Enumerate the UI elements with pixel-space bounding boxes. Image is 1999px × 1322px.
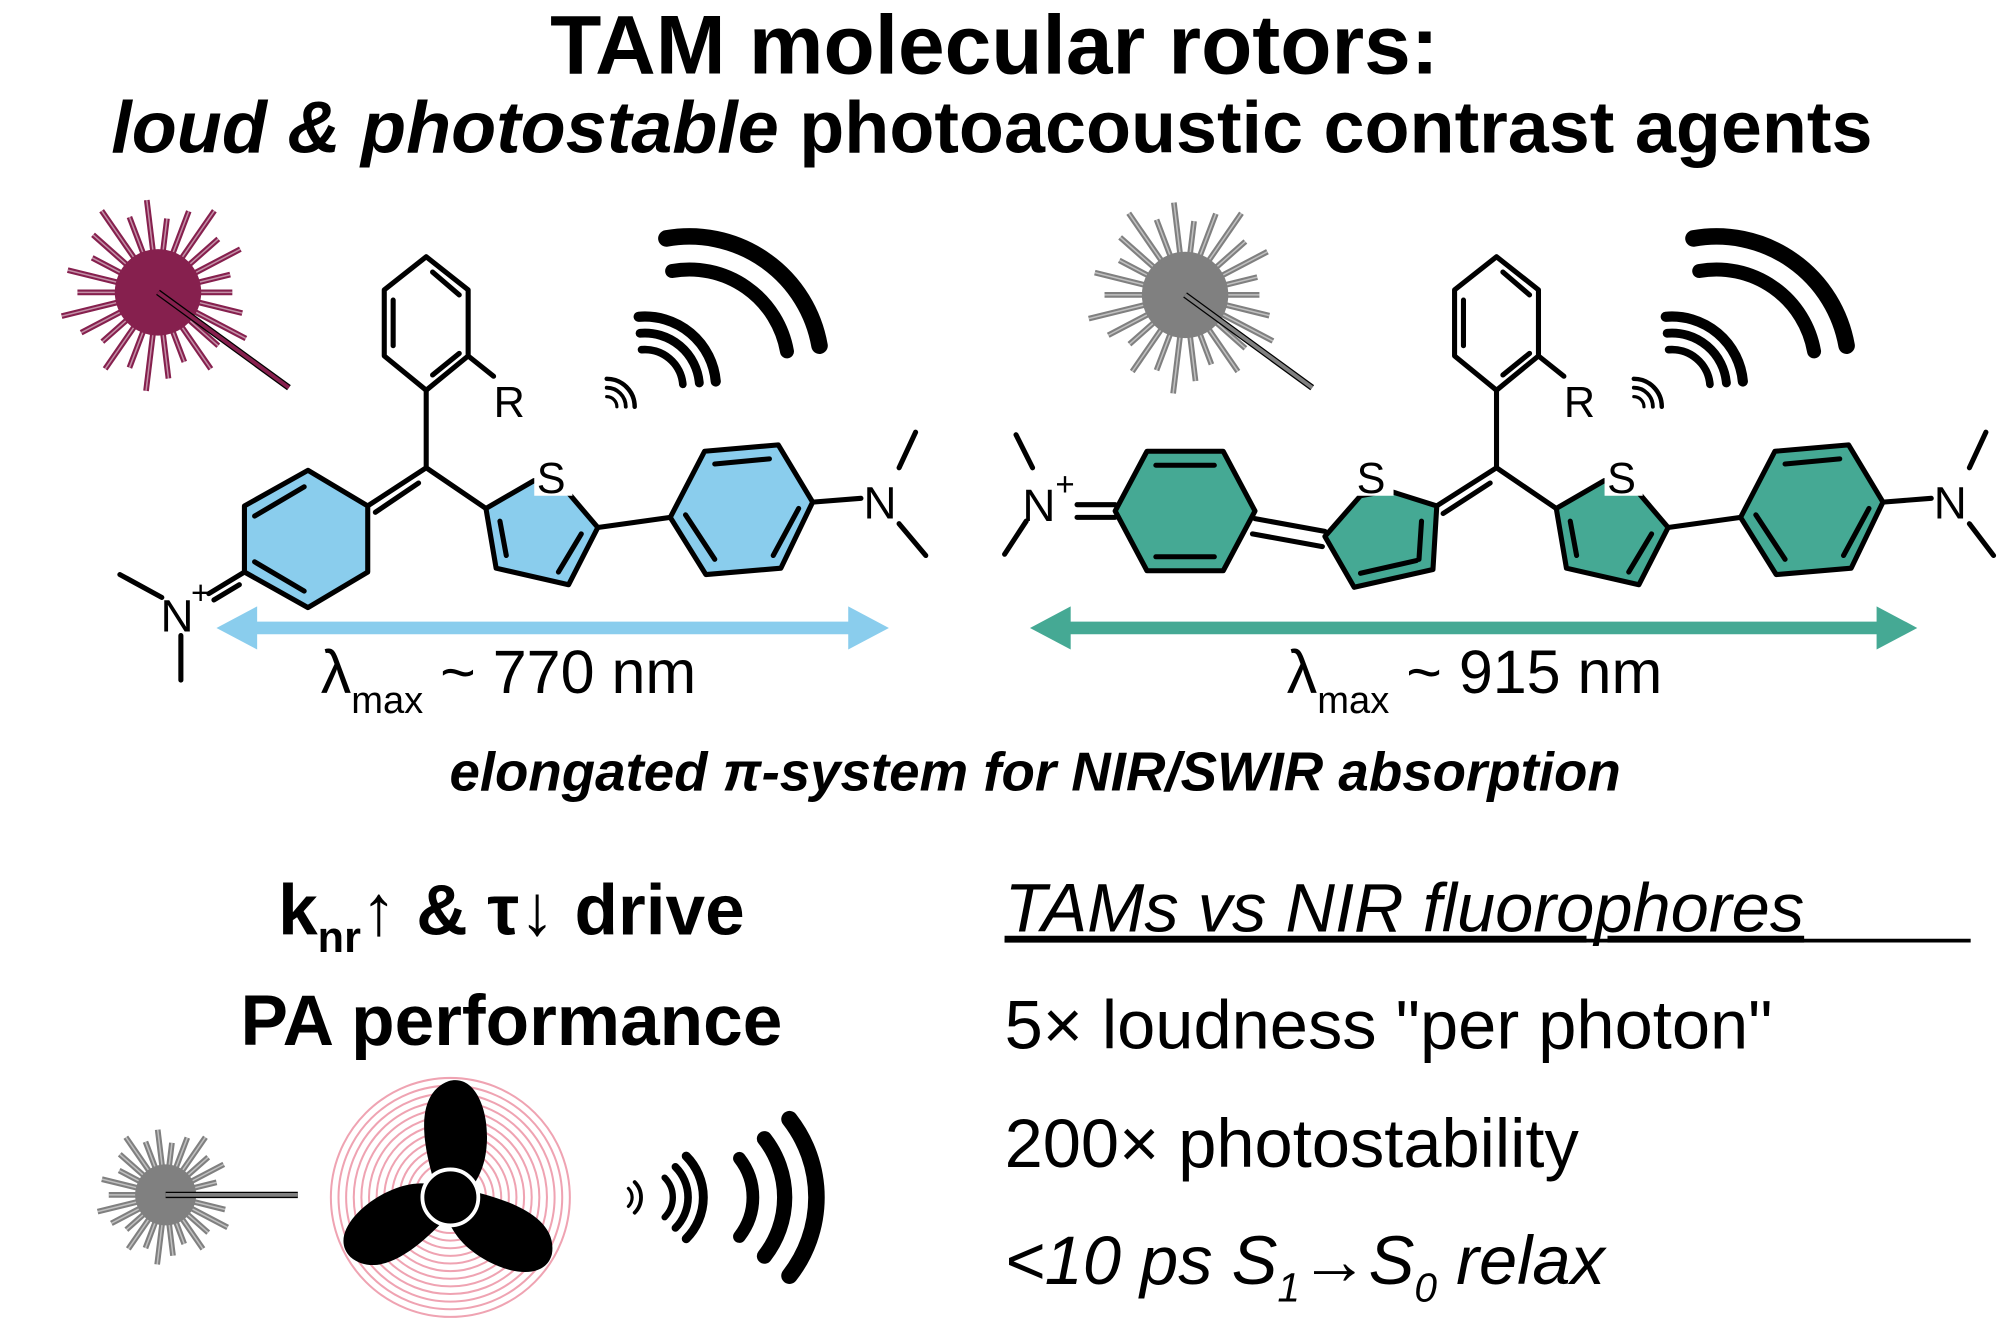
comparison-heading: TAMs vs NIR fluorophores bbox=[1005, 870, 1805, 947]
sound-wave-arc bbox=[1692, 262, 1822, 359]
mechanism-line2: PA performance bbox=[240, 982, 782, 1061]
sound-wave-arc bbox=[661, 1174, 676, 1221]
laser-burst-icon bbox=[96, 1129, 298, 1265]
fan-hub bbox=[420, 1167, 481, 1228]
absorption-range-arrow bbox=[216, 606, 889, 650]
mechanism-line1: knr↑ & τ↓ drive bbox=[278, 871, 745, 962]
sound-wave-arc bbox=[1662, 328, 1731, 388]
k-subscript: nr bbox=[318, 914, 361, 962]
sound-wave-arc bbox=[658, 228, 828, 354]
substituent-r: R bbox=[1564, 379, 1595, 427]
lambda-max-left: λmax ~ 770 nm bbox=[321, 638, 697, 722]
sound-waves-icon bbox=[1631, 228, 1855, 409]
lambda-subscript: max bbox=[351, 679, 423, 722]
arrow-head bbox=[1876, 606, 1918, 650]
sulfur-label: S bbox=[537, 455, 566, 503]
sound-wave-arc bbox=[1660, 311, 1748, 387]
sound-wave-arc bbox=[632, 1180, 643, 1215]
comparison-point-loudness: 5× loudness "per photon" bbox=[1005, 987, 1773, 1064]
laser-beam bbox=[1183, 293, 1314, 390]
sound-wave-arc bbox=[665, 262, 794, 359]
title-line2: loud & photostable photoacoustic contras… bbox=[111, 86, 1872, 169]
sound-wave-arc bbox=[626, 1186, 634, 1209]
arrow-head bbox=[848, 606, 889, 650]
lambda-value: ~ 915 nm bbox=[1389, 638, 1662, 706]
sound-wave-arc bbox=[1664, 345, 1714, 389]
plus-charge: + bbox=[1055, 467, 1074, 504]
sound-waves-icon bbox=[604, 228, 828, 409]
laser-burst-icon bbox=[1088, 202, 1315, 394]
arrow-head bbox=[1030, 606, 1071, 650]
laser-beam bbox=[156, 290, 291, 390]
molecular-rotor-fan-icon bbox=[329, 1076, 571, 1318]
title-line1: TAM molecular rotors: bbox=[550, 0, 1439, 92]
sound-waves-icon bbox=[626, 1110, 825, 1284]
lambda-subscript: max bbox=[1317, 679, 1389, 722]
amine-label: N bbox=[1934, 478, 1967, 529]
k-symbol: k bbox=[278, 871, 318, 950]
subtitle: elongated π-system for NIR/SWIR absorpti… bbox=[449, 742, 1620, 803]
plus-charge: + bbox=[191, 575, 210, 612]
sound-wave-arc bbox=[1631, 385, 1655, 409]
lambda-value: ~ 770 nm bbox=[423, 638, 696, 706]
absorption-range-arrow bbox=[1030, 606, 1918, 650]
lambda-symbol: λ bbox=[321, 638, 352, 706]
sound-wave-arc bbox=[733, 1151, 760, 1243]
comparison-point-photostability: 200× photostability bbox=[1005, 1105, 1580, 1182]
sound-wave-arc bbox=[681, 1151, 708, 1244]
substituent-r: R bbox=[494, 379, 525, 427]
relax-text: <10 ps S bbox=[1005, 1222, 1278, 1299]
comparison-point-relaxation: <10 ps S1→S0 relax bbox=[1005, 1222, 1608, 1311]
relax-word: relax bbox=[1437, 1222, 1607, 1299]
lambda-symbol: λ bbox=[1287, 638, 1318, 706]
molecule-left: R S N + N bbox=[117, 254, 929, 683]
s0-subscript: 0 bbox=[1414, 1265, 1437, 1311]
sound-wave-arc bbox=[1632, 395, 1646, 409]
title-italic: loud & photostable bbox=[111, 86, 779, 169]
arrow-head bbox=[216, 606, 258, 650]
sound-wave-arc bbox=[781, 1110, 825, 1284]
mechanism-rest: ↑ & τ↓ drive bbox=[361, 871, 745, 950]
laser-burst-icon bbox=[60, 199, 291, 392]
sulfur-label: S bbox=[1607, 455, 1636, 503]
sound-wave-arc bbox=[637, 345, 687, 389]
sound-wave-arc bbox=[635, 328, 704, 388]
ammonium-label: N bbox=[161, 591, 194, 642]
sound-wave-arc bbox=[671, 1163, 692, 1232]
sulfur-label: S bbox=[1357, 455, 1386, 503]
sound-wave-arc bbox=[633, 311, 721, 387]
title-rest: photoacoustic contrast agents bbox=[779, 86, 1873, 169]
lambda-max-right: λmax ~ 915 nm bbox=[1287, 638, 1663, 722]
sound-wave-arc bbox=[1631, 376, 1664, 409]
s1-subscript: 1 bbox=[1277, 1265, 1300, 1311]
sound-wave-arc bbox=[605, 395, 619, 409]
molecule-right: R S S N + N bbox=[1002, 254, 1997, 590]
amine-label: N bbox=[863, 478, 896, 529]
motion-ring bbox=[329, 1076, 571, 1318]
sound-wave-arc bbox=[756, 1131, 793, 1264]
sound-wave-arc bbox=[1685, 228, 1855, 354]
ammonium-label: N bbox=[1022, 480, 1055, 531]
relax-arrow-text: →S bbox=[1300, 1222, 1415, 1299]
sound-wave-arc bbox=[604, 385, 628, 409]
sound-wave-arc bbox=[604, 376, 637, 409]
